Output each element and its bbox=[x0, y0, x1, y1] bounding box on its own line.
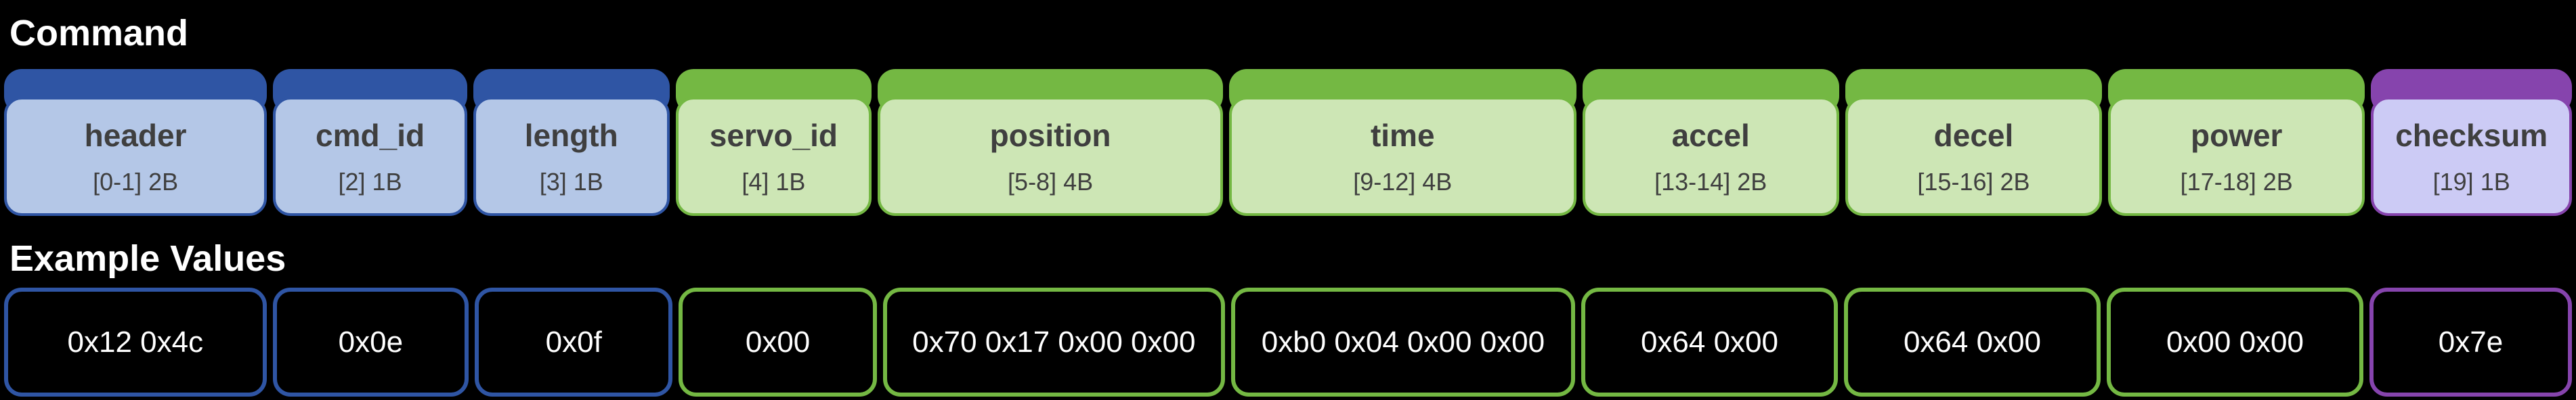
field-name-label: servo_id bbox=[709, 118, 838, 153]
field-bytes-label: [5-8] 4B bbox=[1008, 168, 1094, 196]
value-decel: 0x64 0x00 bbox=[1843, 288, 2101, 397]
value-text: 0x64 0x00 bbox=[1640, 325, 1779, 359]
field-name-label: length bbox=[524, 118, 618, 153]
field-name-label: header bbox=[84, 118, 187, 153]
value-row: 0x12 0x4c 0x0e 0x0f 0x00 0x70 0x17 0x00 0x00… bbox=[0, 288, 2576, 397]
field-name-label: position bbox=[989, 118, 1111, 153]
field-checksum: checksum [19] 1B bbox=[2371, 69, 2573, 216]
value-text: 0xb0 0x04 0x00 0x00 bbox=[1261, 325, 1545, 359]
field-name-label: time bbox=[1370, 118, 1435, 153]
field-position: position [5-8] 4B bbox=[878, 69, 1223, 216]
field-power: power [17-18] 2B bbox=[2108, 69, 2365, 216]
field-decel: decel [15-16] 2B bbox=[1845, 69, 2103, 216]
value-text: 0x00 0x00 bbox=[2166, 325, 2304, 359]
field-bytes-label: [0-1] 2B bbox=[93, 168, 179, 196]
field-header: header [0-1] 2B bbox=[4, 69, 267, 216]
value-servo_id: 0x00 bbox=[679, 288, 877, 397]
field-body: decel [15-16] 2B bbox=[1845, 97, 2103, 216]
field-body: power [17-18] 2B bbox=[2108, 97, 2365, 216]
field-bytes-label: [15-16] 2B bbox=[1917, 168, 2030, 196]
field-cmd_id: cmd_id [2] 1B bbox=[273, 69, 467, 216]
field-body: accel [13-14] 2B bbox=[1582, 97, 1839, 216]
field-name-label: decel bbox=[1933, 118, 2014, 153]
value-text: 0x7e bbox=[2438, 325, 2504, 359]
value-position: 0x70 0x17 0x00 0x00 bbox=[882, 288, 1225, 397]
value-time: 0xb0 0x04 0x00 0x00 bbox=[1230, 288, 1575, 397]
field-body: checksum [19] 1B bbox=[2371, 97, 2573, 216]
field-bytes-label: [2] 1B bbox=[338, 168, 402, 196]
field-row: header [0-1] 2B cmd_id [2] 1B length [3] 1B se… bbox=[0, 69, 2576, 216]
value-header: 0x12 0x4c bbox=[4, 288, 267, 397]
field-body: time [9-12] 4B bbox=[1228, 97, 1576, 216]
field-length: length [3] 1B bbox=[473, 69, 670, 216]
field-name-label: checksum bbox=[2395, 118, 2548, 153]
example-values-title: Example Values bbox=[9, 238, 286, 279]
field-body: cmd_id [2] 1B bbox=[273, 97, 467, 216]
value-text: 0x12 0x4c bbox=[67, 325, 204, 359]
command-title: Command bbox=[9, 13, 189, 53]
field-accel: accel [13-14] 2B bbox=[1582, 69, 1839, 216]
value-text: 0x70 0x17 0x00 0x00 bbox=[912, 325, 1196, 359]
value-cmd_id: 0x0e bbox=[272, 288, 469, 397]
field-name-label: cmd_id bbox=[316, 118, 425, 153]
value-length: 0x0f bbox=[475, 288, 673, 397]
field-bytes-label: [9-12] 4B bbox=[1353, 168, 1453, 196]
value-text: 0x00 bbox=[745, 325, 811, 359]
value-checksum: 0x7e bbox=[2369, 288, 2573, 397]
field-name-label: accel bbox=[1671, 118, 1750, 153]
field-bytes-label: [19] 1B bbox=[2432, 168, 2510, 196]
field-servo_id: servo_id [4] 1B bbox=[675, 69, 872, 216]
value-text: 0x64 0x00 bbox=[1903, 325, 2042, 359]
value-text: 0x0e bbox=[338, 325, 404, 359]
field-bytes-label: [3] 1B bbox=[539, 168, 603, 196]
field-bytes-label: [17-18] 2B bbox=[2180, 168, 2293, 196]
value-accel: 0x64 0x00 bbox=[1581, 288, 1838, 397]
field-body: position [5-8] 4B bbox=[878, 97, 1223, 216]
value-text: 0x0f bbox=[545, 325, 602, 359]
value-power: 0x00 0x00 bbox=[2106, 288, 2363, 397]
field-bytes-label: [13-14] 2B bbox=[1654, 168, 1767, 196]
field-body: servo_id [4] 1B bbox=[675, 97, 872, 216]
field-name-label: power bbox=[2191, 118, 2283, 153]
field-time: time [9-12] 4B bbox=[1228, 69, 1576, 216]
field-body: length [3] 1B bbox=[473, 97, 670, 216]
field-bytes-label: [4] 1B bbox=[742, 168, 806, 196]
field-body: header [0-1] 2B bbox=[4, 97, 267, 216]
